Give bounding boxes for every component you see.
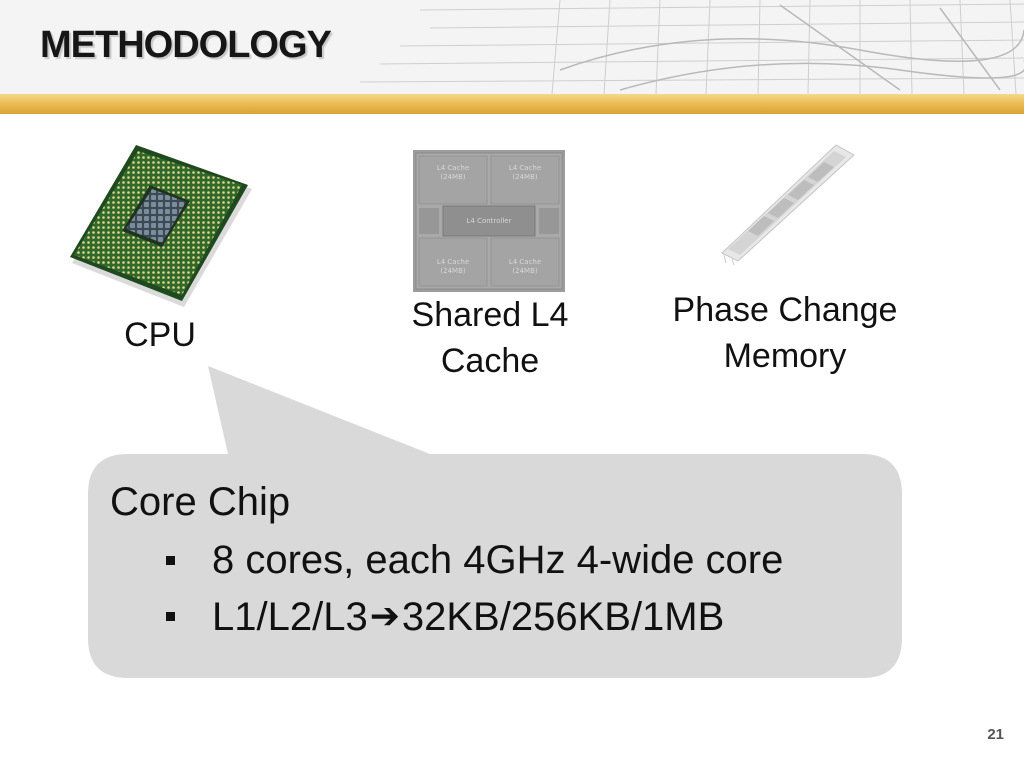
l4-cache-bl-size: (24MB) xyxy=(440,267,465,275)
pcm-label-line1: Phase Change xyxy=(672,291,898,329)
callout-heading: Core Chip xyxy=(110,480,291,524)
bullet-item-cores: 8 cores, each 4GHz 4-wide core xyxy=(110,534,890,586)
bullet-suffix: 32KB/256KB/1MB xyxy=(401,595,725,639)
l4-label-line2: Cache xyxy=(440,342,540,380)
callout-content: Core Chip 8 cores, each 4GHz 4-wide core… xyxy=(110,476,890,647)
bullet-text: 8 cores, each 4GHz 4-wide core xyxy=(212,538,784,582)
pcm-label-line2: Memory xyxy=(723,337,847,375)
l4-cache-tl-size: (24MB) xyxy=(440,173,465,181)
bullet-prefix: L1/L2/L3 xyxy=(212,595,368,639)
l4-controller-label: L4 Controller xyxy=(466,217,511,225)
callout-bullet-list: 8 cores, each 4GHz 4-wide core L1/L2/L3➔… xyxy=(110,534,890,643)
l4-cache-die-image: L4 Cache (24MB) L4 Cache (24MB) L4 Contr… xyxy=(413,150,565,292)
square-bullet-icon xyxy=(166,612,175,621)
l4-cache-br-label: L4 Cache xyxy=(509,258,541,266)
l4-cache-bl-label: L4 Cache xyxy=(437,258,469,266)
pcm-memory-module-image xyxy=(721,144,855,265)
slide-title: METHODOLOGY xyxy=(40,24,332,66)
page-number: 21 xyxy=(987,726,1004,743)
l4-label-line1: Shared L4 xyxy=(411,296,569,334)
slide-header: METHODOLOGY xyxy=(0,0,1024,94)
right-arrow-icon: ➔ xyxy=(369,595,400,636)
phase-change-memory-label: Phase Change Memory xyxy=(645,287,925,379)
bullet-item-caches: L1/L2/L3➔32KB/256KB/1MB xyxy=(110,590,890,643)
cpu-label-text: CPU xyxy=(124,316,196,354)
l4-cache-tr-size: (24MB) xyxy=(512,173,537,181)
cpu-label: CPU xyxy=(110,312,210,358)
shared-l4-cache-label: Shared L4 Cache xyxy=(385,292,595,384)
header-grid-decoration xyxy=(359,0,1024,94)
l4-cache-tr-label: L4 Cache xyxy=(509,164,541,172)
l4-cache-tl-label: L4 Cache xyxy=(437,164,469,172)
cpu-chip-image xyxy=(70,145,252,307)
square-bullet-icon xyxy=(166,556,175,565)
header-accent-bar xyxy=(0,94,1024,114)
l4-cache-br-size: (24MB) xyxy=(512,267,537,275)
